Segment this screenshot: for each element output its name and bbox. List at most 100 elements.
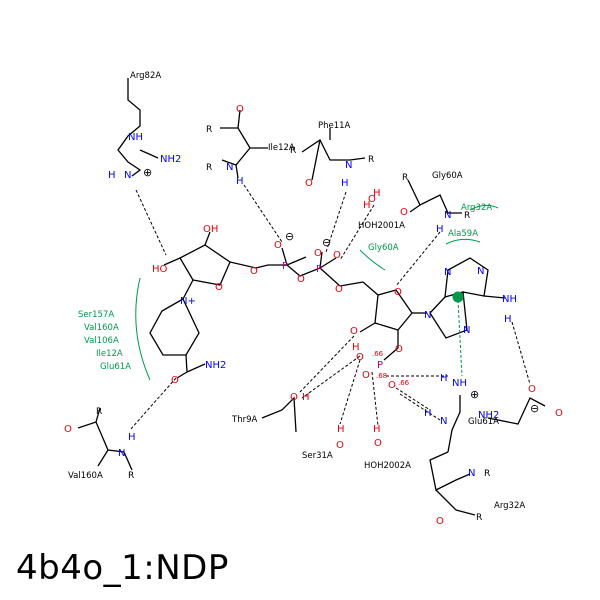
ile12a-backbone (220, 127, 251, 166)
label-ser31a: Ser31A (302, 451, 333, 461)
atom-o-link: O (250, 266, 258, 277)
atom-h-arg32a: H (440, 373, 448, 384)
atom-oh-ribose: OH (203, 224, 218, 235)
atom-h-water1: H (363, 200, 371, 211)
atom-o-val160a: O (64, 424, 72, 435)
atom-p3: P (377, 360, 383, 371)
r-group-phe11a: R (290, 146, 296, 156)
atom-h-ile12a: H (236, 176, 244, 187)
atom-n-arg82a: N (124, 170, 131, 181)
atom-o-phe11a: O (305, 178, 313, 189)
label-ile12a-arc: Ile12A (96, 349, 123, 359)
atom-o-ribose-2b: O (350, 326, 358, 337)
atom-n1: N (477, 266, 484, 277)
arc-arg32a (469, 204, 499, 211)
hbond-hoh2001a (339, 204, 375, 261)
adenine-five-ring (429, 291, 468, 339)
label-gly60a-arc: Gly60A (368, 243, 399, 253)
atom-h-phos: H (352, 342, 360, 353)
ribose-2-ring (362, 281, 413, 331)
phe11a-backbone (301, 139, 366, 161)
label-hoh2002a: HOH2002A (364, 461, 411, 471)
label-glu61a: Glu61A (468, 417, 499, 427)
atom-h-phe11a: H (341, 178, 349, 189)
ribose-1-oh2 (163, 257, 181, 266)
phe11a-carbonyl (311, 139, 321, 181)
distance-2: .68 (376, 372, 387, 380)
hbond-val160a (129, 377, 177, 431)
atom-oh-water1: H (373, 188, 381, 199)
atom-o-glu61a-1: O (528, 384, 536, 395)
r-group-arg32a-2: R (484, 469, 490, 479)
atom-n-arg32a-b: N (468, 468, 475, 479)
label-ala59a: Ala59A (448, 229, 478, 239)
ribose-2-o (359, 322, 376, 333)
atom-o-phos-3: O (388, 380, 396, 391)
atom-o-water2: O (374, 438, 382, 449)
atom-o-phos-1: O (356, 352, 364, 363)
label-ile12a: Ile12A (268, 143, 295, 153)
p1-o2 (286, 256, 307, 266)
atom-n-arg32a: N (440, 416, 447, 427)
atom-nh-adenine: NH (502, 294, 517, 305)
atom-h-gly60a: H (436, 224, 444, 235)
residue-labels: Arg82A Ile12A Phe11A Gly60A Arg32A Ala59… (68, 71, 525, 511)
atom-n-val160a: N (118, 448, 125, 459)
atom-n-plus: N+ (180, 296, 196, 307)
arg82a-chain (117, 78, 142, 177)
atom-o-bridge: O (297, 274, 305, 285)
hbond-arg82a (135, 189, 167, 256)
atom-h-val160a: H (128, 432, 136, 443)
hbond-thr9a-1 (299, 335, 355, 393)
atom-nh2-arg32a: NH2 (478, 410, 499, 421)
hbond-glu61a (511, 321, 531, 385)
minus-charge-p1: ⊖ (285, 230, 294, 243)
p1-o (281, 247, 288, 266)
label-phe11a: Phe11A (318, 121, 351, 131)
atom-n7: N (463, 325, 470, 336)
gly60a-backbone (407, 179, 462, 214)
r-group-val160a: R (96, 407, 102, 417)
distance-labels: .66 .68 .66 (372, 350, 410, 387)
nicotinamide-ring (149, 298, 200, 356)
arg32a-chain (429, 451, 471, 491)
atom-p1: P (282, 261, 288, 272)
arg82a-nh2-bond (139, 149, 159, 159)
atom-o-ribose: O (215, 282, 223, 293)
glu61a-chain (487, 397, 546, 425)
minus-charge-glu61a: ⊖ (530, 402, 539, 415)
ribose-1-oh (204, 231, 211, 246)
atom-p2: P (316, 264, 322, 275)
atom-nh-arg32a: NH (452, 378, 467, 389)
c5-bond-2 (339, 281, 364, 287)
atom-h-arg82a: H (108, 170, 116, 181)
p2-o2 (319, 257, 337, 269)
atom-ho-ribose: HO (152, 264, 168, 275)
protein-bonds (77, 78, 546, 516)
phosphate-link (383, 347, 399, 361)
label-arg82a: Arg82A (130, 71, 161, 81)
atom-h-arg32a-2: H (424, 408, 432, 419)
atom-h-ser31a: H (337, 424, 345, 435)
atom-o-p2-b: O (333, 250, 341, 261)
r-group-gly60a-2: R (464, 211, 470, 221)
distance-3: .66 (398, 379, 410, 387)
gly60a-carbonyl (409, 204, 421, 213)
atom-n3: N (444, 267, 451, 278)
hbond-arg32a-2 (395, 387, 431, 411)
hydrophobic-arcs (135, 204, 499, 381)
atom-o-glu61a-2: O (555, 408, 563, 419)
atom-o-water1: O (368, 194, 376, 205)
hbond-arg32a-3 (399, 393, 441, 421)
distance-1: .66 (372, 350, 384, 358)
atom-o-gly60a: O (400, 207, 408, 218)
hbond-ser31a (339, 359, 361, 425)
arg32a-r (455, 509, 476, 516)
atom-h-water2: H (373, 424, 381, 435)
label-gly60a: Gly60A (432, 171, 463, 181)
aromatic-center-marker (452, 291, 464, 303)
atom-nh-arg82a: NH (128, 132, 143, 143)
carboxamide-n-bond (186, 363, 206, 373)
atom-o-p2: O (314, 248, 322, 259)
